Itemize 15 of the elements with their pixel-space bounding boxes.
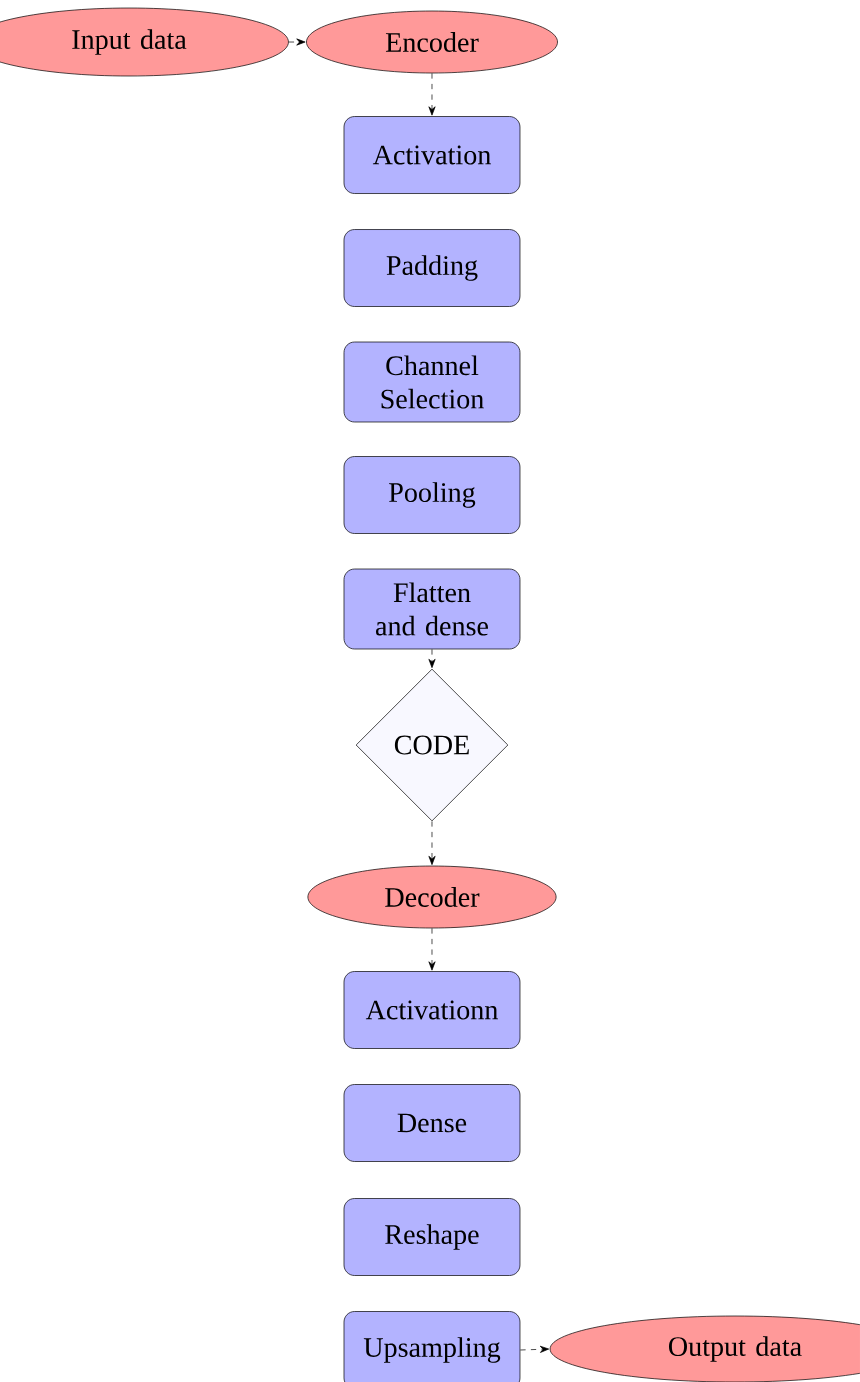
arrow bbox=[428, 73, 436, 116]
layer-box: Reshape bbox=[343, 1198, 521, 1276]
arrow bbox=[520, 1345, 550, 1353]
arrow bbox=[428, 928, 436, 971]
arrow bbox=[428, 649, 436, 668]
layer-box: Padding bbox=[343, 229, 521, 307]
arrow bbox=[428, 821, 436, 865]
layer-box: Channel Selection bbox=[343, 341, 521, 423]
layer-box: Pooling bbox=[343, 456, 521, 534]
layer-box: Activation bbox=[343, 116, 521, 194]
layer-box: Flatten and dense bbox=[343, 568, 521, 650]
layer-box: Activationn bbox=[343, 971, 521, 1049]
arrow bbox=[288, 38, 306, 46]
layer-box: Upsampling bbox=[343, 1311, 521, 1382]
layer-box: Dense bbox=[343, 1084, 521, 1162]
